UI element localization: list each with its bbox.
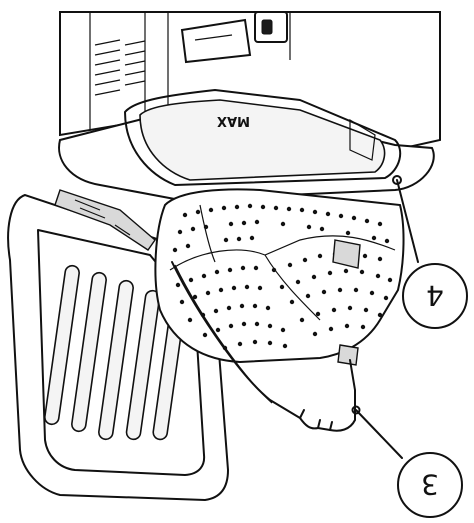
basket-perforations xyxy=(172,203,393,351)
callout-3: 3 xyxy=(351,405,463,518)
frying-basket xyxy=(154,188,405,366)
leader-line-4 xyxy=(396,179,419,263)
leader-dot-3 xyxy=(351,405,361,415)
callout-circle-3 xyxy=(397,452,463,518)
callout-4: 4 xyxy=(392,175,468,329)
callout-number-3: 3 xyxy=(421,468,439,501)
max-fill-label: MAX xyxy=(217,113,250,128)
callout-number-4: 4 xyxy=(426,279,444,312)
callout-circle-4 xyxy=(402,263,468,329)
oil-tank: MAX xyxy=(58,89,435,202)
vent-slots xyxy=(94,39,146,96)
basket-handle xyxy=(171,261,356,432)
leader-dot-4 xyxy=(392,175,402,185)
power-switch xyxy=(254,11,288,43)
leader-line-3 xyxy=(355,409,403,459)
